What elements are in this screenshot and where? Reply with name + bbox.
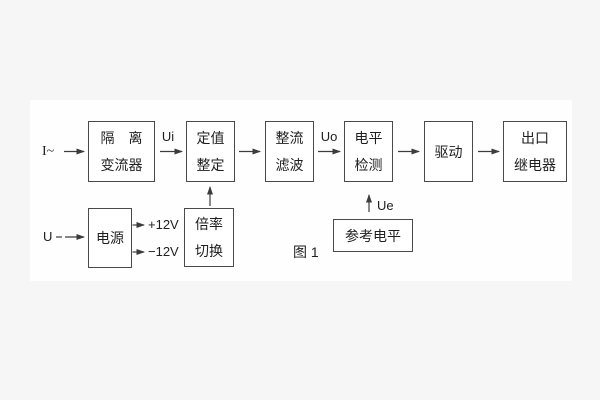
voltage-input-label: U: [43, 229, 53, 244]
block-reference-level-label: 参考电平: [345, 227, 401, 244]
block-output-relay-line1: 出口: [521, 130, 549, 146]
block-isolation-transformer: 隔 离 变流器: [88, 121, 155, 182]
block-rectifier-filter-line2: 滤波: [275, 157, 304, 173]
block-power-supply: 电源: [88, 208, 132, 268]
block-isolation-transformer-line1: 隔 离: [100, 130, 143, 146]
block-driver: 驱动: [424, 121, 473, 182]
block-rectifier-filter: 整流 滤波: [265, 121, 314, 182]
block-setpoint-adjust-line1: 定值: [196, 130, 225, 146]
block-power-supply-label: 电源: [96, 230, 124, 246]
block-level-detect-line1: 电平: [354, 130, 383, 146]
block-output-relay-line2: 继电器: [514, 157, 556, 173]
block-setpoint-adjust: 定值 整定: [186, 121, 235, 182]
block-output-relay: 出口 继电器: [503, 121, 567, 182]
block-ratio-switch-line2: 切换: [195, 243, 223, 259]
block-driver-label: 驱动: [434, 143, 463, 160]
figure-caption: 图 1: [293, 244, 319, 260]
block-rectifier-filter-line1: 整流: [275, 130, 304, 146]
block-ratio-switch-line1: 倍率: [195, 216, 223, 232]
signal-uo-label: Uo: [320, 129, 338, 144]
block-setpoint-adjust-line2: 整定: [196, 157, 225, 173]
neg-rail-label: −12V: [148, 244, 179, 259]
signal-ue-label: Ue: [377, 198, 394, 213]
block-isolation-transformer-line2: 变流器: [100, 157, 143, 173]
current-input-label: I~: [42, 144, 55, 159]
block-level-detect-line2: 检测: [354, 157, 383, 173]
pos-rail-label: +12V: [148, 217, 179, 232]
block-ratio-switch: 倍率 切换: [184, 208, 234, 267]
block-reference-level: 参考电平: [333, 219, 413, 252]
signal-ui-label: Ui: [161, 129, 175, 144]
block-level-detect: 电平 检测: [344, 121, 393, 182]
